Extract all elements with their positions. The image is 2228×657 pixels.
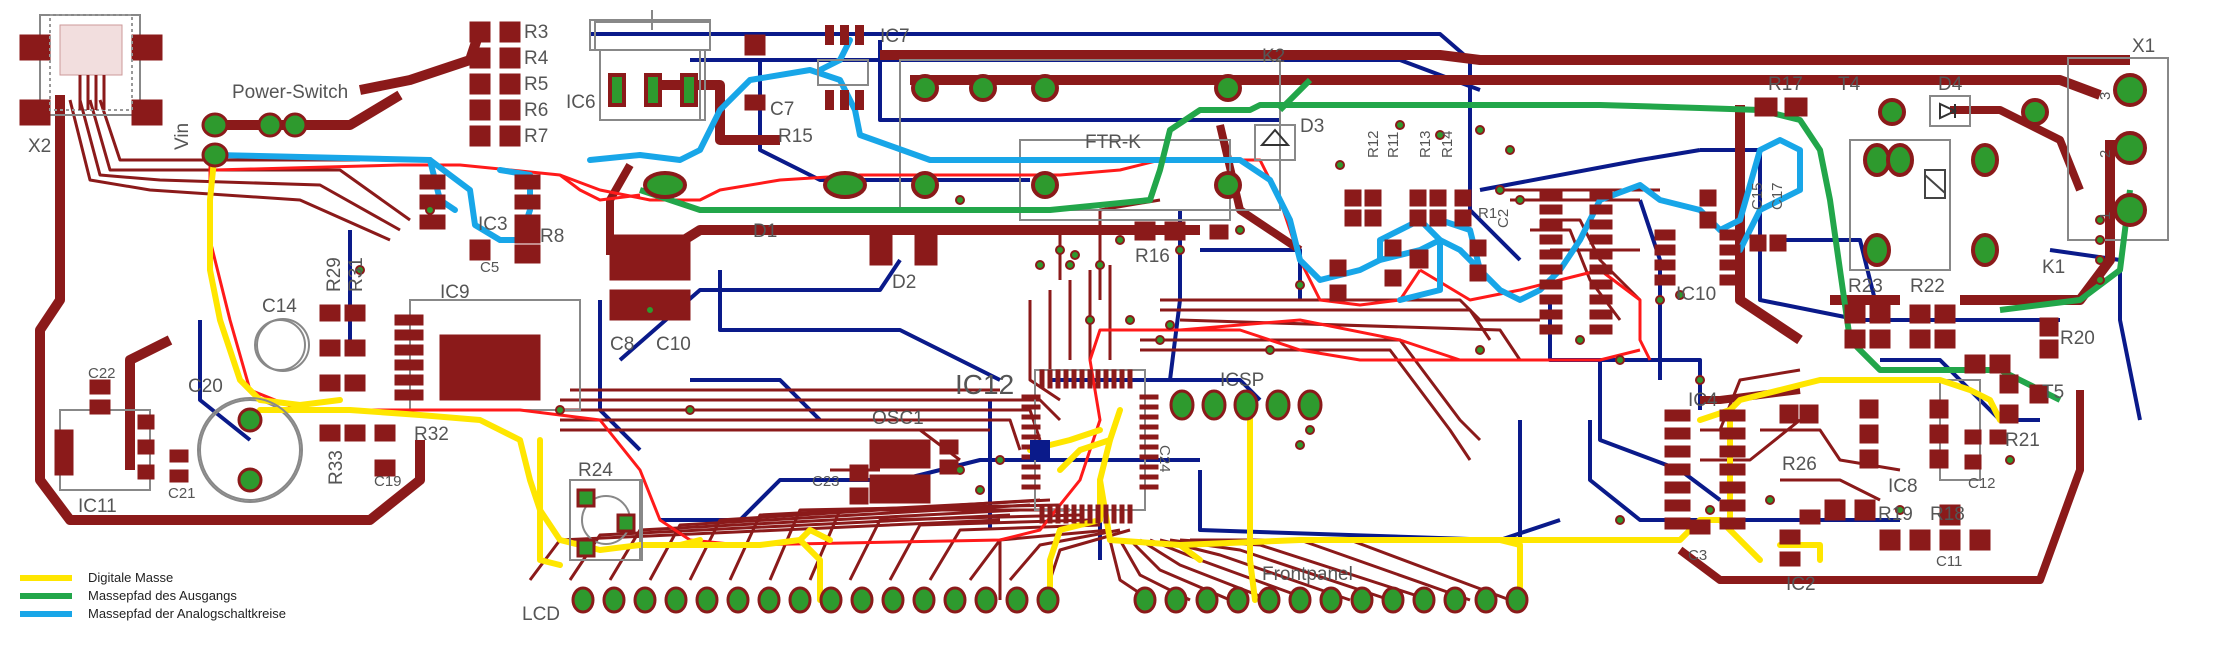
label-lcd: LCD xyxy=(522,604,560,625)
label-r22: R22 xyxy=(1910,276,1945,297)
label-ic4: IC4 xyxy=(1688,390,1718,411)
c20-outline xyxy=(197,397,303,503)
legend: Digitale Masse Massepfad des Ausgangs Ma… xyxy=(20,570,286,621)
label-r6: R6 xyxy=(524,100,548,121)
label-r24: R24 xyxy=(578,460,613,481)
label-r15: R15 xyxy=(778,126,813,147)
label-r3: R3 xyxy=(524,22,548,43)
label-r21: R21 xyxy=(2005,430,2040,451)
legend-output-ground: Massepfad des Ausgangs xyxy=(88,588,237,603)
x2-connector xyxy=(49,14,133,111)
label-c11: C11 xyxy=(1936,553,1962,570)
label-r14: R14 xyxy=(1439,130,1456,158)
label-pin3: 3 xyxy=(2097,92,2114,100)
label-c21: C21 xyxy=(168,485,196,502)
label-ic3: IC3 xyxy=(478,214,508,235)
label-pin2: 2 xyxy=(2097,150,2114,158)
ic12-center-pad xyxy=(1030,440,1050,460)
label-ic7: IC7 xyxy=(880,26,910,47)
label-c2: C2 xyxy=(1495,209,1512,228)
label-c20: C20 xyxy=(188,376,223,397)
label-ic11: IC11 xyxy=(78,496,117,517)
label-ic8: IC8 xyxy=(1888,476,1918,497)
label-k2: K2 xyxy=(1262,46,1285,67)
top-layer-traces xyxy=(35,28,2130,602)
label-r13: R13 xyxy=(1417,130,1434,158)
label-c10: C10 xyxy=(656,334,691,355)
label-t4: T4 xyxy=(1838,74,1861,95)
label-r7: R7 xyxy=(524,126,548,147)
label-pin1: 1 xyxy=(2097,212,2114,220)
label-ic2: IC2 xyxy=(1786,574,1816,595)
label-osc1: OSC1 xyxy=(872,408,924,429)
smd-pads xyxy=(19,21,2059,567)
lcd-connector xyxy=(571,586,1060,614)
label-c23: C23 xyxy=(812,473,840,490)
label-d4: D4 xyxy=(1938,74,1963,95)
label-r31: R31 xyxy=(346,257,367,292)
through-hole-pads xyxy=(201,112,1323,493)
label-t5: T5 xyxy=(2042,382,2064,403)
label-ic12: IC12 xyxy=(955,369,1014,400)
label-r20: R20 xyxy=(2060,328,2095,349)
label-frontpanel: Frontpanel xyxy=(1262,564,1353,585)
label-ic10: IC10 xyxy=(1676,284,1716,305)
label-c8: C8 xyxy=(610,334,634,355)
k1-relay xyxy=(1924,169,1946,199)
label-power-switch: Power-Switch xyxy=(232,82,348,103)
label-c22: C22 xyxy=(88,365,116,382)
label-r29: R29 xyxy=(324,257,345,292)
legend-analog-ground: Massepfad der Analogschaltkreise xyxy=(88,606,286,621)
legend-digital-ground: Digitale Masse xyxy=(88,570,173,585)
label-c7: C7 xyxy=(770,99,794,120)
label-c19: C19 xyxy=(374,473,402,490)
label-c17: C17 xyxy=(1769,182,1786,210)
label-r5: R5 xyxy=(524,74,548,95)
label-c12: C12 xyxy=(1968,475,1996,492)
label-c5: C5 xyxy=(480,259,499,276)
label-r12: R12 xyxy=(1365,130,1382,158)
label-c15: C15 xyxy=(1749,182,1766,210)
label-r18: R18 xyxy=(1930,504,1965,525)
label-r19: R19 xyxy=(1878,504,1913,525)
vias xyxy=(355,120,2105,525)
label-icsp: ICSP xyxy=(1220,370,1264,391)
label-c24: C24 xyxy=(1156,445,1173,473)
label-r4: R4 xyxy=(524,48,549,69)
label-r33: R33 xyxy=(326,450,347,485)
c14-outline xyxy=(256,318,310,372)
label-k1: K1 xyxy=(2042,257,2065,278)
frontpanel-connector xyxy=(1133,586,1529,614)
label-r11: R11 xyxy=(1385,132,1402,158)
label-r1: R1 xyxy=(1478,205,1497,222)
label-c3: C3 xyxy=(1688,547,1707,564)
label-d3: D3 xyxy=(1300,116,1324,137)
component-labels: X2 Vin Power-Switch R3 R4 R5 R6 R7 IC6 I… xyxy=(28,22,2155,625)
r24-trimmer xyxy=(569,479,643,561)
label-d1: D1 xyxy=(753,221,777,242)
label-ftr: FTR-K xyxy=(1085,132,1141,153)
label-r23: R23 xyxy=(1848,276,1883,297)
label-r16: R16 xyxy=(1135,246,1170,267)
d3-diode xyxy=(1254,124,1296,161)
label-r32: R32 xyxy=(414,424,449,445)
label-x2: X2 xyxy=(28,136,51,157)
label-vin: Vin xyxy=(172,123,193,150)
label-x1: X1 xyxy=(2132,36,2155,57)
label-r26: R26 xyxy=(1782,454,1817,475)
label-ic9: IC9 xyxy=(440,282,470,303)
label-ic6: IC6 xyxy=(566,92,596,113)
ic7 xyxy=(817,25,869,110)
label-d2: D2 xyxy=(892,272,916,293)
label-r17: R17 xyxy=(1768,74,1803,95)
label-c14: C14 xyxy=(262,296,297,317)
d4-diode xyxy=(1929,95,1971,127)
yellow-overlay-path xyxy=(207,147,2003,603)
ic6 xyxy=(594,10,867,199)
label-r8: R8 xyxy=(540,226,564,247)
large-through-hole-pads xyxy=(911,73,2147,267)
